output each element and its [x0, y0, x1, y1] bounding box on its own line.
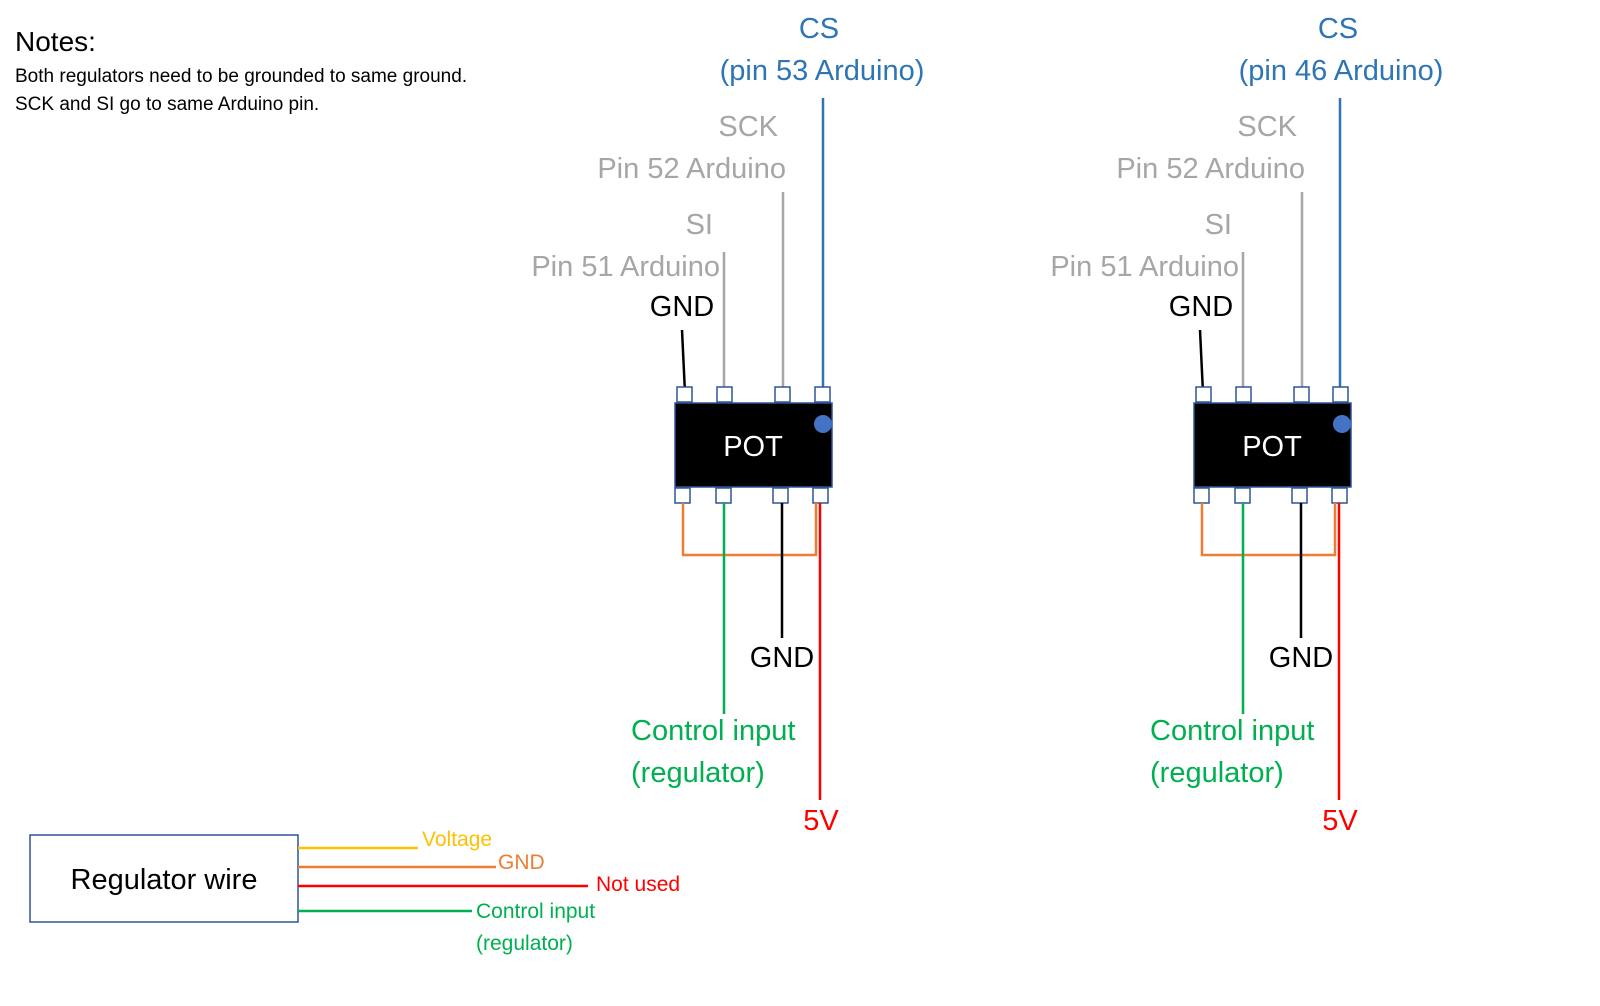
pot-left-si-pin: Pin 51 Arduino: [531, 251, 720, 283]
pot-left-power-label: 5V: [803, 805, 839, 837]
pot-right-si-pin: Pin 51 Arduino: [1050, 251, 1239, 283]
pot-right-pin: [1195, 386, 1212, 403]
pot-right-control-line2: (regulator): [1150, 757, 1284, 789]
pot-right-sck-label: SCK: [1237, 111, 1297, 143]
regulator-control-line1: Control input: [476, 900, 595, 923]
pot-right-pin: [1332, 386, 1349, 403]
pot-left-gnd-top-label: GND: [650, 291, 714, 323]
notes-title: Notes:: [15, 26, 96, 57]
pot-right-pin: [1291, 487, 1308, 504]
pot-left-cs-label: CS: [799, 13, 839, 45]
regulator-gnd-label: GND: [498, 851, 545, 874]
regulator-box: [29, 834, 299, 923]
pot-right-gnd-bottom-label: GND: [1269, 642, 1333, 674]
pot-left-chip: [674, 402, 833, 488]
notes-line-2: SCK and SI go to same Arduino pin.: [15, 94, 320, 115]
pot-right-gnd-top-wire: [1198, 329, 1205, 394]
pot-left-pin: [814, 386, 831, 403]
pot-left-cs-pin: (pin 53 Arduino): [720, 55, 925, 87]
pot-right-circuit: POT CS (pin 46 Arduino) SCK Pin 52 Ardui…: [1050, 13, 1443, 837]
regulator-box-label: Regulator wire: [71, 864, 258, 896]
pot-right-gnd-top-label: GND: [1169, 291, 1233, 323]
pot-left-pin: [716, 386, 733, 403]
pot-left-sck-pin: Pin 52 Arduino: [597, 153, 786, 185]
pot-right-pin: [1235, 386, 1252, 403]
pot-left-pin: [774, 386, 791, 403]
pot-right-pin: [1331, 487, 1348, 504]
regulator-legend: Regulator wire Voltage GND Not used Cont…: [29, 828, 680, 955]
pot-left-sck-label: SCK: [718, 111, 778, 143]
pot-right-cs-pin: (pin 46 Arduino): [1239, 55, 1444, 87]
pot-left-si-label: SI: [686, 209, 713, 241]
pot-right-chip-label: POT: [1242, 431, 1302, 463]
pot-left-control-line1: Control input: [631, 715, 795, 747]
regulator-control-line2: (regulator): [476, 932, 573, 955]
pot-right-pin1-dot: [1333, 415, 1351, 433]
pot-left-pin: [674, 487, 691, 504]
pot-left-gnd-top-wire: [680, 329, 687, 394]
pot-right-pin: [1193, 487, 1210, 504]
pot-left-pin: [676, 386, 693, 403]
pot-left-pin1-dot: [814, 415, 832, 433]
pot-right-cs-label: CS: [1318, 13, 1358, 45]
notes-line-1: Both regulators need to be grounded to s…: [15, 66, 468, 87]
pot-right-chip: [1193, 402, 1352, 488]
pot-left-pin: [715, 487, 732, 504]
pot-left-circuit: POT CS (pin 53 Arduino) SCK Pin 52 Ardui…: [531, 13, 924, 837]
pot-left-gnd-bottom-label: GND: [750, 642, 814, 674]
pot-right-pin: [1234, 487, 1251, 504]
pot-right-control-line1: Control input: [1150, 715, 1314, 747]
pot-right-power-label: 5V: [1322, 805, 1358, 837]
pot-left-pin: [812, 487, 829, 504]
pot-right-sck-pin: Pin 52 Arduino: [1116, 153, 1305, 185]
pot-left-orange-loop: [681, 503, 818, 557]
pot-right-pin: [1293, 386, 1310, 403]
pot-right-orange-loop: [1200, 503, 1337, 557]
pot-left-pin: [772, 487, 789, 504]
pot-left-control-line2: (regulator): [631, 757, 765, 789]
pot-left-chip-label: POT: [723, 431, 783, 463]
pot-right-si-label: SI: [1205, 209, 1232, 241]
regulator-not-used-label: Not used: [596, 873, 680, 896]
regulator-voltage-label: Voltage: [422, 828, 492, 851]
